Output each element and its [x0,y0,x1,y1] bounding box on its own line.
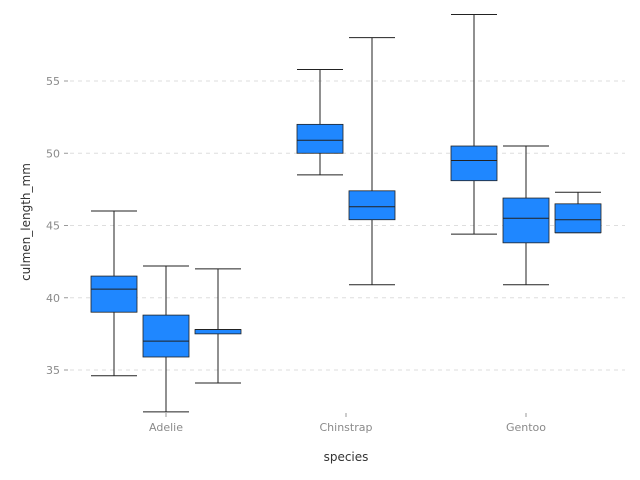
gentoo-box-1 [450,14,498,235]
adelie-box-1 [90,210,138,377]
chinstrap-box-1-iqr [296,123,344,154]
adelie-box-2-iqr [142,314,190,358]
x-axis-ticks: Adelie Chinstrap Gentoo [149,413,546,434]
y-axis-ticks: 35 40 45 50 55 [46,75,68,377]
box-group-adelie [90,210,242,413]
y-axis-title: culmen_length_mm [19,163,33,281]
y-tick-label-50: 50 [46,147,60,160]
gentoo-box-3 [554,191,602,234]
gentoo-box-3-iqr [554,203,602,234]
gentoo-box-2 [502,145,550,286]
chinstrap-box-2-iqr [348,190,396,221]
y-tick-label-35: 35 [46,364,60,377]
adelie-box-3 [194,268,242,384]
adelie-box-3-iqr [194,329,242,335]
box-group-chinstrap [296,37,396,286]
x-tick-label-gentoo: Gentoo [506,421,546,434]
y-tick-label-55: 55 [46,75,60,88]
y-tick-label-40: 40 [46,292,60,305]
chinstrap-box-1 [296,68,344,176]
x-tick-label-adelie: Adelie [149,421,183,434]
gentoo-box-1-iqr [450,145,498,182]
x-axis-title: species [324,450,369,464]
box-groups [90,14,602,413]
y-tick-label-45: 45 [46,220,60,233]
adelie-box-2 [142,265,190,413]
adelie-box-1-iqr [90,275,138,313]
gentoo-box-2-iqr [502,197,550,244]
x-tick-label-chinstrap: Chinstrap [320,421,373,434]
chinstrap-box-2 [348,37,396,286]
box-group-gentoo [450,14,602,286]
